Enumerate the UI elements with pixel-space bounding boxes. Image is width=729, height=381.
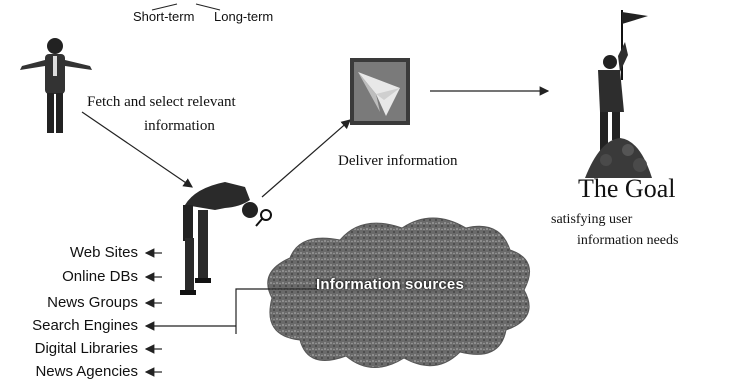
long-term-label: Long-term (214, 9, 274, 24)
source-connector (235, 288, 318, 334)
source-item-digital-libraries: Digital Libraries (34, 340, 138, 357)
fetch-label-line1: Fetch and select relevant (87, 94, 236, 110)
cloud-label: Information sources (316, 276, 464, 293)
arrow-user-to-searcher (81, 111, 193, 188)
source-item-search-engines: Search Engines (32, 317, 138, 334)
deliver-label: Deliver information (338, 153, 458, 169)
user-figure-icon (20, 38, 92, 133)
fetch-label-line2: information (144, 118, 215, 134)
goal-title: The Goal (578, 174, 676, 203)
goal-figure-icon (585, 10, 652, 178)
short-term-label: Short-term (133, 9, 195, 24)
top-arrows (151, 3, 221, 11)
goal-desc-line1: satisfying user (551, 212, 633, 227)
source-item-web-sites: Web Sites (69, 244, 138, 261)
source-item-online-dbs: Online DBs (62, 268, 138, 285)
source-item-news-agencies: News Agencies (35, 363, 138, 380)
source-arrows (144, 248, 236, 377)
goal-desc-line2: information needs (577, 233, 679, 248)
searcher-figure-icon (180, 182, 272, 295)
paper-plane-icon (350, 58, 410, 125)
arrow-searcher-to-plane (261, 119, 351, 198)
source-item-news-groups: News Groups (47, 294, 138, 311)
information-sources-cloud (267, 217, 531, 368)
